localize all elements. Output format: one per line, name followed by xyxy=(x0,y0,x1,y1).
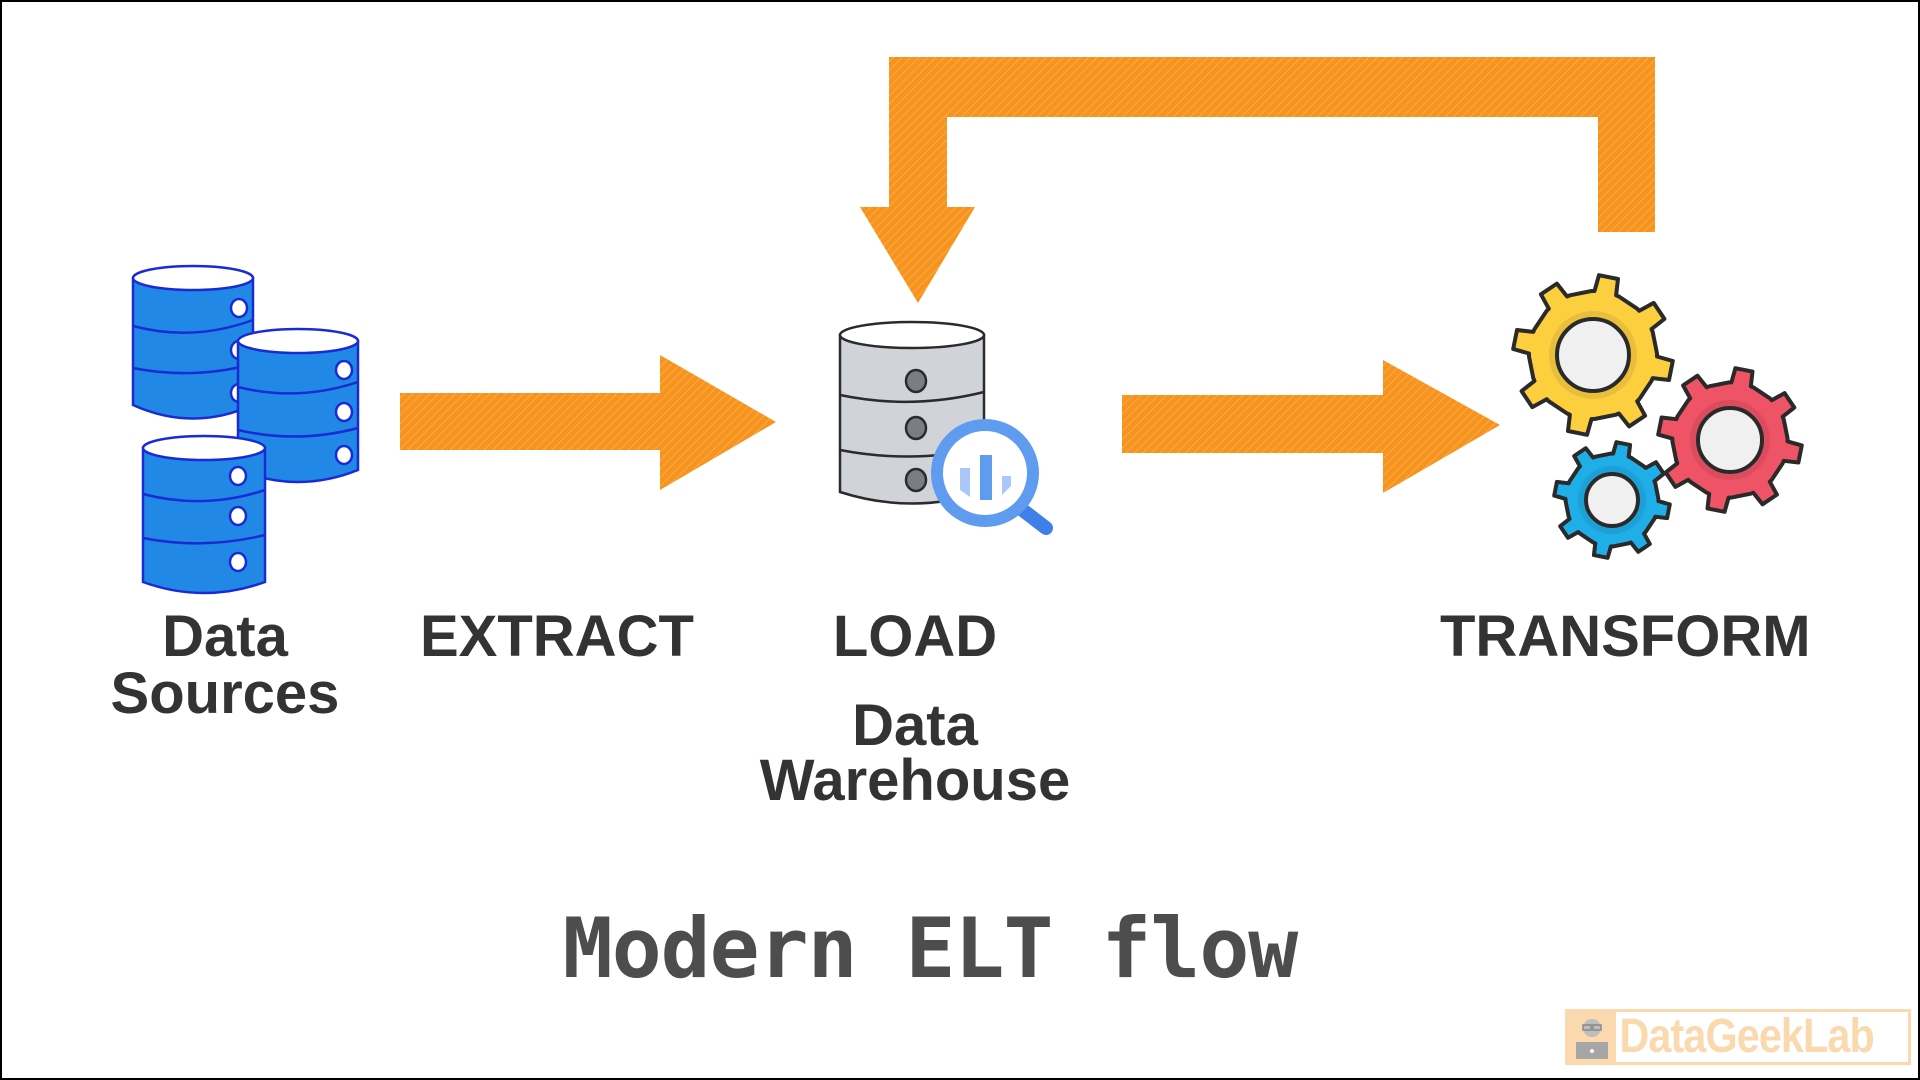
gears-icon xyxy=(1511,273,1804,560)
data-sources-label-line1: Data xyxy=(162,604,288,669)
gear-blue-icon xyxy=(1552,440,1672,560)
diagram-title: Modern ELT flow xyxy=(562,900,1299,997)
data-warehouse-label: Data Warehouse xyxy=(740,693,1090,813)
data-warehouse-label-line1: Data xyxy=(852,693,978,758)
transform-loop-back-arrow xyxy=(860,57,1655,303)
load-label: LOAD xyxy=(832,604,998,669)
extract-arrow xyxy=(400,355,776,490)
load-to-transform-arrow xyxy=(1122,360,1500,493)
magnifier-chart-icon xyxy=(931,419,1053,535)
data-sources-label: Data Sources xyxy=(100,604,350,726)
database-stack-icon xyxy=(131,264,360,595)
extract-label: EXTRACT xyxy=(420,604,694,669)
geek-avatar-icon xyxy=(1568,1012,1616,1062)
gear-yellow-icon xyxy=(1511,273,1675,437)
database-cylinder-3 xyxy=(141,434,267,595)
data-sources-label-line2: Sources xyxy=(110,661,340,726)
gear-red-icon xyxy=(1656,366,1804,514)
data-warehouse-label-line2: Warehouse xyxy=(759,748,1071,813)
transform-label: TRANSFORM xyxy=(1440,604,1811,669)
datageeklab-logo: DataGeekLab xyxy=(1565,1009,1911,1065)
database-cylinder-1 xyxy=(131,264,255,420)
logo-text: DataGeekLab xyxy=(1619,1010,1874,1063)
